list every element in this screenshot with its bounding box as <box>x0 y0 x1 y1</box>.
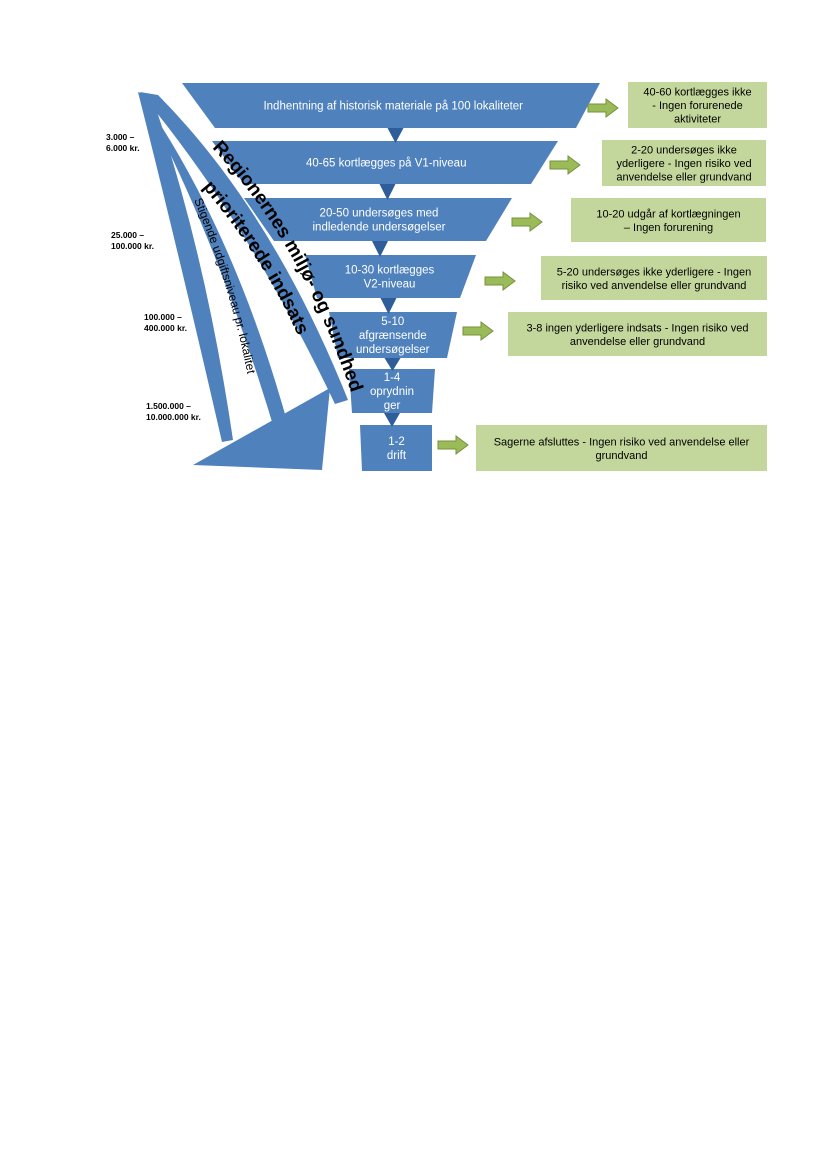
outcomes: 40-60 kortlægges ikke- Ingen forurenede a… <box>437 82 767 471</box>
outcome-label: anvendelse eller grundvand <box>570 336 705 348</box>
funnel-level-label: oprydnin <box>370 386 414 398</box>
cost-label: 100.000 kr. <box>111 241 154 251</box>
funnel-level-label: drift <box>387 450 407 462</box>
outcome-label: – Ingen forurening <box>624 222 713 234</box>
right-arrow-icon <box>511 212 543 232</box>
funnel-level-shape <box>182 83 600 128</box>
funnel-level: 40-65 kortlægges på V1-niveau <box>212 141 558 184</box>
right-arrow-icon <box>549 155 581 175</box>
cost-label: 10.000.000 kr. <box>146 412 201 422</box>
funnel-level: 20-50 undersøges med indledende undersøge… <box>244 198 512 241</box>
cost-label: 400.000 kr. <box>144 323 187 333</box>
funnel-connectors <box>372 128 404 427</box>
outcome-label: yderligere - Ingen risiko ved <box>616 158 751 170</box>
funnel-level-shape <box>244 198 512 241</box>
outcome: 40-60 kortlægges ikke- Ingen forurenede a… <box>587 82 767 128</box>
down-arrow-icon <box>384 413 400 427</box>
right-arrow-icon <box>437 435 469 455</box>
outcome-label: 2-20 undersøges ikke <box>631 145 737 157</box>
right-arrow-icon <box>587 98 619 118</box>
funnel-level: 1-2 drift <box>360 425 432 471</box>
down-arrow-icon <box>384 358 401 371</box>
cost-label: 100.000 – <box>144 312 182 322</box>
outcome-box <box>476 425 767 471</box>
right-arrow-icon <box>484 271 516 291</box>
down-arrow-icon <box>372 241 388 257</box>
funnel-level-shape <box>212 141 558 184</box>
outcome-box <box>628 82 767 128</box>
funnel-level-shape <box>349 369 435 413</box>
outcome-label: anvendelse eller grundvand <box>616 172 751 184</box>
outcome-label: grundvand <box>596 450 648 462</box>
funnel-level-label: 10-30 kortlægges <box>345 265 435 277</box>
outcome: Sagerne afsluttes - Ingen risiko ved anv… <box>437 425 767 471</box>
down-arrow-icon <box>379 184 396 200</box>
funnel-level-shape <box>329 312 457 358</box>
cost-axis-arrowhead <box>193 388 330 470</box>
right-arrow-icon <box>462 321 494 341</box>
outcome-label: 10-20 udgår af kortlægningen <box>596 208 740 220</box>
funnel-level-label: undersøgelser <box>356 344 430 356</box>
funnel-level-label: ger <box>384 400 401 412</box>
outcome-label: Sagerne afsluttes - Ingen risiko ved anv… <box>494 436 750 448</box>
funnel-level-label: V2-niveau <box>364 279 416 291</box>
funnel-level-label: afgrænsende <box>359 330 427 342</box>
cost-axis-bar-inner <box>140 92 348 404</box>
funnel-level-shape <box>360 425 432 471</box>
outcome-box <box>571 198 766 242</box>
down-arrow-icon <box>387 128 404 143</box>
funnel: Indhentning af historisk materiale på 10… <box>182 83 600 471</box>
outcome-box <box>541 256 767 300</box>
outcome: 3-8 ingen yderligere indsats - Ingen ris… <box>462 312 767 356</box>
funnel-level: 1-4 oprydnin ger <box>349 369 435 413</box>
funnel-level-label: 1-4 <box>384 372 401 384</box>
funnel-level-shape <box>305 255 476 298</box>
outcome-label: risiko ved anvendelse eller grundvand <box>562 280 747 292</box>
outcome: 5-20 undersøges ikke yderligere - Ingen r… <box>484 256 767 300</box>
outcome-label: 40-60 kortlægges ikke <box>643 87 751 99</box>
cost-label: 25.000 – <box>111 230 144 240</box>
cost-label: 1.500.000 – <box>146 401 191 411</box>
funnel-level-label: Indhentning af historisk materiale på 10… <box>263 101 523 113</box>
outcome: 10-20 udgår af kortlægningen – Ingen foru… <box>511 198 766 242</box>
outcome-label: 3-8 ingen yderligere indsats - Ingen ris… <box>527 322 749 334</box>
cost-axis-bar-outer <box>138 92 233 442</box>
funnel-level-label: 1-2 <box>388 436 405 448</box>
cost-label: 6.000 kr. <box>106 143 140 153</box>
cost-axis-bar-middle <box>140 94 290 435</box>
outcome-label: aktiviteter <box>674 114 721 126</box>
down-arrow-icon <box>380 298 397 314</box>
cost-label: 3.000 – <box>106 132 135 142</box>
funnel-level-label: 5-10 <box>381 316 404 328</box>
funnel-level-label: indledende undersøgelser <box>313 222 446 234</box>
funnel-level: 5-10 afgrænsende undersøgelser <box>329 312 457 358</box>
cost-axis-shapes <box>138 92 348 470</box>
outcome-box <box>508 312 767 356</box>
funnel-level: Indhentning af historisk materiale på 10… <box>182 83 600 128</box>
outcome-label: 5-20 undersøges ikke yderligere - Ingen <box>557 266 751 278</box>
outcome-box <box>602 140 766 186</box>
funnel-level-label: 20-50 undersøges med <box>320 208 439 220</box>
funnel-level-label: 40-65 kortlægges på V1-niveau <box>306 158 466 170</box>
cost-labels: 3.000 –6.000 kr. 25.000 –100.000 kr. 100.0… <box>106 132 201 422</box>
outcome-label: - Ingen forurenede <box>652 100 743 112</box>
